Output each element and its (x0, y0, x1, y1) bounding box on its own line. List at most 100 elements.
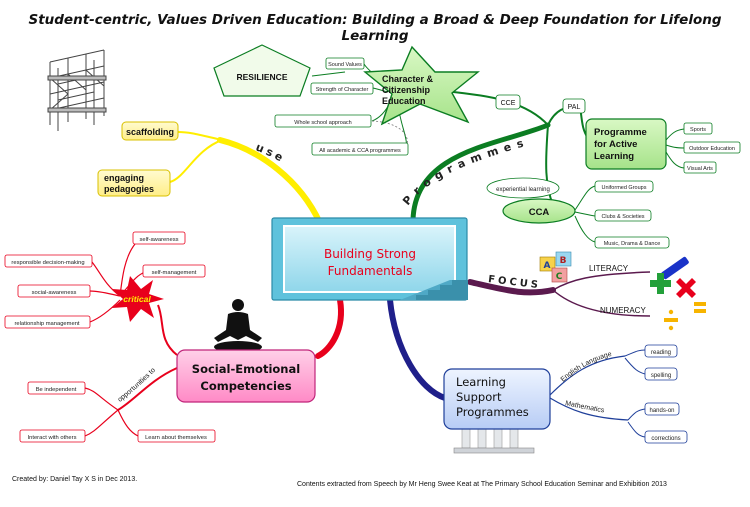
branch-critical (157, 304, 178, 356)
sec-item-social-awareness[interactable] (17, 284, 91, 298)
cca-item-uniformed-text: Uniformed Groups (602, 185, 647, 191)
pal-item-visual-arts[interactable] (683, 161, 717, 174)
center-line-2: Fundamentals (328, 264, 413, 278)
branch-numeracy (552, 289, 651, 317)
sec-item-self-management-text: self-management (152, 270, 197, 276)
critical-node[interactable] (112, 276, 164, 322)
sec-item-self-awareness[interactable] (132, 231, 186, 245)
cce-short-node[interactable] (495, 94, 521, 110)
pal-title-1: Programme (594, 127, 647, 138)
sec-item-relationship[interactable] (4, 315, 91, 329)
sec-item-decision[interactable] (4, 254, 93, 268)
experiential-learning-text: experiential learning (496, 187, 550, 193)
block-b-text: B (560, 256, 567, 266)
scaffolding-text: scaffolding (126, 127, 174, 137)
opp-item-independent-text: Be independent (36, 387, 77, 393)
cce-short-text: CCE (501, 100, 516, 107)
opp-item-interact[interactable] (19, 429, 86, 443)
sec-title-2: Competencies (200, 379, 291, 393)
cce-item-sound-values[interactable] (325, 57, 365, 70)
lsp-item-reading[interactable] (644, 344, 678, 358)
cce-item-whole-school-text: Whole school approach (294, 120, 351, 126)
cca-item-music[interactable] (594, 236, 670, 249)
lsp-title-2: Support (456, 390, 502, 404)
opp-item-interact-text: Interact with others (28, 435, 77, 441)
cca-item-uniformed[interactable] (594, 180, 654, 193)
pal-short-node[interactable] (562, 98, 586, 114)
branch-sec (315, 297, 344, 359)
cca-item-clubs-text: Clubs & Societies (601, 214, 644, 220)
opp-item-learn-text: Learn about themselves (145, 435, 207, 441)
branch-opps (117, 367, 178, 411)
branch-programmes (410, 122, 551, 223)
sec-item-decision-text: responsible decision-making (11, 260, 84, 266)
math-symbols-icon (650, 256, 706, 331)
pal-item-sports[interactable] (683, 122, 713, 135)
pal-item-outdoor[interactable] (683, 141, 741, 154)
branch-lsp (387, 297, 448, 401)
branch-cca (545, 124, 554, 206)
cca-node[interactable] (502, 198, 576, 224)
cce-item-all-academic[interactable] (311, 142, 409, 156)
resilience-node[interactable] (213, 44, 311, 97)
sec-item-relationship-text: relationship management (14, 321, 79, 327)
cca-text: CCA (529, 207, 550, 218)
center-line-1: Building Strong (324, 247, 416, 261)
lsp-item-corrections[interactable] (644, 430, 688, 444)
experiential-learning-node[interactable] (486, 177, 560, 199)
pal-item-outdoor-text: Outdoor Education (689, 146, 735, 152)
lsp-title-3: Programmes (456, 405, 529, 419)
footer-source: Contents extracted from Speech by Mr Hen… (297, 481, 667, 488)
cca-item-clubs[interactable] (594, 209, 652, 222)
sec-node[interactable] (176, 349, 316, 403)
lsp-item-spelling[interactable] (644, 367, 678, 381)
pal-short-text: PAL (568, 104, 581, 111)
branch-scaffolding (177, 131, 223, 141)
opp-item-independent[interactable] (27, 381, 86, 395)
lsp-item-reading-text: reading (651, 350, 671, 356)
pal-title-3: Learning (594, 151, 634, 162)
branch-literacy (552, 271, 651, 291)
branch-use (217, 137, 323, 226)
cce-item-whole-school[interactable] (274, 114, 372, 128)
pal-item-visual-arts-text: Visual Arts (687, 166, 713, 172)
lsp-title-1: Learning (456, 375, 506, 389)
block-a-text: A (544, 261, 551, 271)
cce-node[interactable] (363, 45, 480, 126)
sec-item-self-awareness-text: self-awareness (140, 237, 179, 243)
literacy-text: LITERACY (589, 264, 629, 273)
lsp-node[interactable] (443, 368, 551, 430)
lsp-item-hands-on-text: hands-on (649, 408, 674, 414)
sec-item-social-awareness-text: social-awareness (32, 290, 77, 296)
opportunities-label: opportunities to (117, 367, 157, 404)
center-node[interactable] (271, 217, 468, 301)
branch-focus (467, 279, 556, 296)
cce-item-all-academic-text: All academic & CCA programmes (319, 148, 401, 154)
opp-item-learn[interactable] (137, 429, 216, 443)
lsp-item-hands-on[interactable] (644, 402, 680, 416)
cca-item-music-text: Music, Drama & Dance (604, 241, 661, 247)
branch-pedagogies (169, 139, 223, 183)
pal-title-2: for Active (594, 139, 637, 150)
lsp-item-corrections-text: corrections (651, 436, 680, 442)
pedagogies-text-2: pedagogies (104, 184, 154, 194)
pedagogies-node[interactable] (97, 169, 171, 197)
resilience-text: RESILIENCE (236, 72, 287, 82)
pal-item-sports-text: Sports (690, 127, 706, 133)
english-label: English Language (560, 351, 613, 384)
block-c-text: C (556, 272, 563, 282)
scaffolding-node[interactable] (121, 121, 179, 141)
cce-title-1: Character & (382, 74, 434, 84)
sec-item-self-management[interactable] (142, 264, 206, 278)
cce-item-strength[interactable] (310, 82, 374, 95)
meditation-figure-icon (214, 299, 262, 353)
critical-text: critical (123, 294, 151, 304)
footer-credit: Created by: Daniel Tay X S in Dec 2013. (12, 476, 138, 483)
pal-node[interactable] (585, 118, 667, 170)
numeracy-text: NUMERACY (600, 306, 646, 315)
sec-title-1: Social-Emotional (192, 362, 300, 376)
pedagogies-text-1: engaging (104, 173, 144, 183)
maths-label: Mathematics (564, 400, 605, 414)
